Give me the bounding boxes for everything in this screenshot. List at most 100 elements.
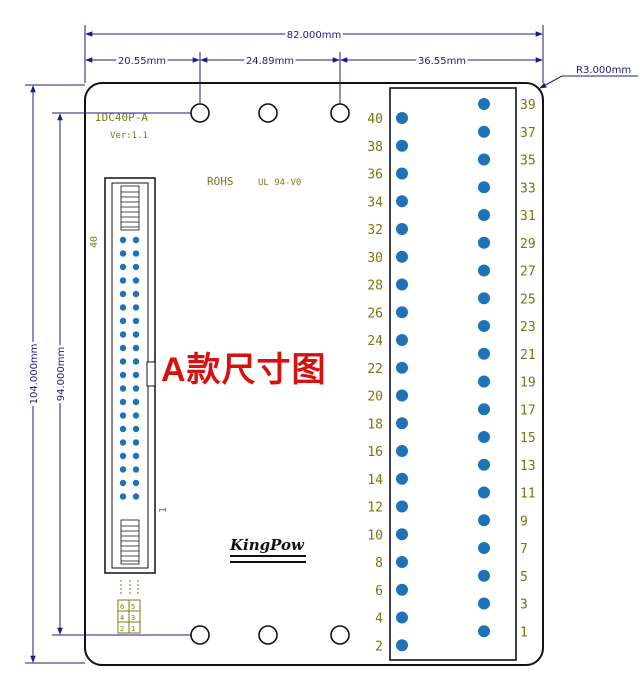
terminal-label-even: 22 — [367, 362, 383, 377]
idc-connector — [104, 177, 156, 574]
terminal-label-odd: 33 — [520, 181, 536, 196]
terminal-pad-odd — [478, 292, 490, 305]
dim-hole-spacing: 94.000mm — [56, 347, 67, 401]
connector-latch-top — [120, 185, 140, 231]
mounting-hole — [190, 103, 210, 123]
terminal-label-odd: 9 — [520, 514, 528, 529]
mounting-holes — [190, 103, 350, 645]
connector-pad — [132, 331, 140, 338]
terminal-pad-even — [396, 639, 408, 652]
connector-pad — [119, 290, 127, 298]
connector-pad — [119, 479, 127, 487]
terminal-pad-odd — [478, 486, 490, 499]
terminal-pad-even — [396, 417, 408, 430]
connector-pad — [132, 493, 140, 500]
terminal-label-odd: 15 — [520, 431, 536, 446]
terminal-pad-odd — [478, 347, 490, 360]
connector-pad — [119, 236, 127, 244]
dimension-lines — [25, 25, 638, 664]
terminal-pad-odd — [478, 403, 490, 416]
terminal-label-even: 32 — [367, 223, 383, 238]
connector-pad — [119, 452, 127, 460]
terminal-pad-even — [396, 445, 408, 457]
connector-pad — [132, 358, 140, 365]
connector-pad — [119, 317, 127, 325]
brand-name: KingPow — [229, 536, 305, 554]
connector-pad — [132, 412, 140, 419]
connector-pad — [132, 371, 140, 379]
terminal-pad-odd — [478, 209, 490, 221]
terminal-pad-even — [396, 528, 408, 541]
terminal-label-even: 36 — [367, 168, 383, 183]
connector-pad — [132, 439, 140, 446]
terminal-label-odd: 3 — [520, 598, 528, 613]
terminal-pad-even — [396, 223, 408, 235]
dim-total-width: 82.000mm — [287, 30, 341, 41]
terminal-pad-odd — [478, 597, 490, 610]
terminal-label-even: 18 — [367, 417, 383, 432]
terminal-label-even: 40 — [367, 112, 383, 127]
terminal-pad-even — [396, 611, 408, 624]
small-header: 6 5 4 3 2 1 — [117, 580, 141, 634]
terminal-label-even: 14 — [367, 473, 383, 488]
terminal-pad-odd — [478, 375, 490, 388]
connector-pad — [119, 466, 127, 473]
dim-left-segment: 20.55mm — [118, 56, 166, 67]
terminal-pad-even — [396, 556, 408, 568]
connector-pad — [132, 277, 140, 284]
connector-pin-1-label: 1 — [158, 507, 169, 513]
board-model: IDC40P-A — [95, 111, 148, 124]
terminal-label-even: 2 — [375, 639, 383, 654]
terminal-label-odd: 23 — [520, 320, 536, 335]
terminal-label-even: 6 — [375, 584, 383, 599]
terminal-label-odd: 29 — [520, 237, 536, 252]
connector-pad — [119, 385, 127, 392]
connector-pad — [119, 344, 127, 352]
connector-latch-bottom — [120, 519, 140, 565]
connector-pad — [132, 304, 140, 311]
connector-pad — [119, 493, 127, 500]
terminal-pad-even — [396, 583, 408, 596]
connector-pad — [119, 263, 127, 271]
connector-pad — [132, 250, 140, 257]
connector-pad — [132, 317, 140, 325]
terminal-label-even: 30 — [367, 251, 383, 266]
terminal-label-even: 8 — [375, 556, 383, 571]
terminal-label-even: 28 — [367, 279, 383, 294]
terminal-pad-even — [396, 112, 408, 124]
board-version: Ver:1.1 — [110, 131, 148, 141]
terminal-pad-odd — [478, 514, 490, 527]
dim-total-height: 104.000mm — [29, 344, 40, 405]
mounting-hole — [258, 103, 278, 123]
terminal-pad-odd — [478, 153, 490, 166]
terminal-label-even: 4 — [375, 612, 383, 627]
terminal-pad-odd — [478, 320, 490, 332]
connector-pad — [132, 385, 140, 392]
terminal-label-odd: 19 — [520, 376, 536, 391]
connector-pad — [119, 304, 127, 311]
terminal-pad-odd — [478, 431, 490, 443]
mounting-hole — [258, 625, 278, 645]
terminal-pad-even — [396, 389, 408, 402]
terminal-label-odd: 17 — [520, 403, 536, 418]
dim-corner-radius: R3.000mm — [576, 65, 631, 76]
terminal-pad-even — [396, 361, 408, 374]
connector-pad — [119, 277, 127, 284]
ul-label: UL 94-V0 — [258, 178, 301, 188]
terminal-pad-even — [396, 306, 408, 319]
terminal-pad-odd — [478, 569, 490, 582]
connector-pad — [132, 263, 140, 271]
dim-middle-segment: 24.89mm — [246, 56, 294, 67]
terminal-label-even: 20 — [367, 390, 383, 405]
connector-pad — [132, 479, 140, 487]
terminal-label-even: 24 — [367, 334, 383, 349]
connector-pad — [132, 236, 140, 244]
terminal-label-even: 34 — [367, 195, 383, 210]
mounting-hole — [190, 625, 210, 645]
connector-pad — [119, 358, 127, 365]
terminal-label-odd: 1 — [520, 625, 528, 640]
header-pin-6: 6 — [120, 603, 124, 611]
connector-pad — [119, 439, 127, 446]
terminal-pad-odd — [478, 236, 490, 249]
